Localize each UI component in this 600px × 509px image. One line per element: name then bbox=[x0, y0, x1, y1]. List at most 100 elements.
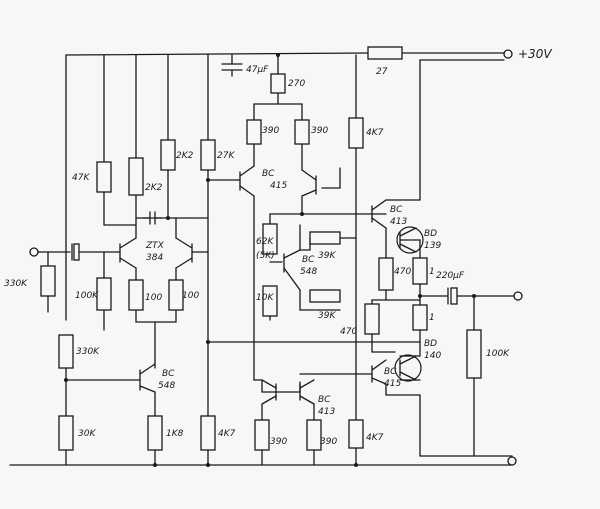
svg-text:415: 415 bbox=[384, 379, 401, 389]
svg-text:ZTX: ZTX bbox=[145, 241, 165, 251]
resistor-100-a bbox=[128, 279, 144, 311]
capacitor-220uf bbox=[447, 287, 461, 305]
label-r27k: 27K bbox=[217, 151, 235, 161]
label-r4k7-top: 4K7 bbox=[366, 128, 384, 138]
label-bc548-mid: BC 548 bbox=[300, 255, 317, 277]
svg-text:BC: BC bbox=[262, 169, 275, 179]
resistor-27 bbox=[367, 46, 403, 60]
label-r390-bottom-left: 390 bbox=[270, 437, 287, 447]
transistor-bc415-top-left bbox=[239, 159, 255, 197]
transistor-bd140 bbox=[394, 354, 422, 382]
svg-text:140: 140 bbox=[424, 351, 441, 361]
transistor-bc413-bottom-right bbox=[299, 379, 315, 405]
resistor-39k-a bbox=[309, 231, 341, 245]
transistor-ztx384-left bbox=[119, 224, 137, 269]
transistor-bc413-driver bbox=[371, 199, 387, 229]
label-r390-top-right: 390 bbox=[311, 126, 328, 136]
resistor-4k7-bottom-left bbox=[200, 415, 216, 451]
label-r100-a: 100 bbox=[145, 293, 162, 303]
resistor-1-a bbox=[412, 257, 428, 285]
resistor-100-b bbox=[168, 279, 184, 311]
transistor-bc415-top-right bbox=[301, 159, 317, 197]
label-r27: 27 bbox=[376, 67, 388, 77]
label-r390-top-left: 390 bbox=[262, 126, 279, 136]
input-terminal-icon[interactable] bbox=[29, 247, 39, 257]
transistor-bc415-driver bbox=[371, 359, 387, 385]
resistor-470-b bbox=[364, 303, 380, 335]
label-r470-b: 470 bbox=[340, 327, 357, 337]
resistor-27k bbox=[200, 139, 216, 171]
label-r4k7-bottom-left: 4K7 bbox=[218, 429, 236, 439]
supply-terminal-icon[interactable] bbox=[503, 49, 513, 59]
resistor-270 bbox=[270, 73, 286, 94]
svg-text:BC: BC bbox=[384, 367, 397, 377]
label-r330k-in: 330K bbox=[4, 279, 28, 289]
svg-text:BC: BC bbox=[162, 369, 175, 379]
label-r47k: 47K bbox=[72, 173, 90, 183]
output-terminal-icon[interactable] bbox=[513, 291, 523, 301]
resistor-390-bottom-right bbox=[306, 419, 322, 451]
resistor-390-top-left bbox=[246, 119, 262, 145]
resistor-100k-left bbox=[96, 277, 112, 311]
junctions bbox=[64, 53, 476, 467]
label-r270: 270 bbox=[288, 79, 305, 89]
supply-rail bbox=[65, 52, 369, 56]
svg-text:BC: BC bbox=[390, 205, 403, 215]
svg-text:BC: BC bbox=[302, 255, 315, 265]
label-r1-a: 1 bbox=[429, 267, 435, 277]
label-bc413-bottom: BC 413 bbox=[318, 395, 335, 417]
terminals bbox=[29, 49, 523, 466]
svg-text:BD: BD bbox=[424, 229, 437, 239]
label-bd139: BD 139 bbox=[424, 229, 441, 251]
ground-terminal-icon[interactable] bbox=[507, 456, 517, 466]
resistor-4k7-top bbox=[348, 117, 364, 149]
label-r390-bottom-right: 390 bbox=[320, 437, 337, 447]
label-r1-b: 1 bbox=[429, 313, 435, 323]
transistor-bc548-left bbox=[139, 363, 156, 393]
label-c220uf: 220μF bbox=[436, 271, 465, 281]
resistor-330k-in bbox=[40, 265, 56, 297]
svg-text:413: 413 bbox=[318, 407, 335, 417]
supply-label: +30V bbox=[518, 47, 552, 61]
label-r39k-b: 39K bbox=[318, 311, 336, 321]
resistor-10k bbox=[262, 285, 278, 317]
transistor-bd139 bbox=[396, 226, 424, 254]
label-r100k-out: 100K bbox=[486, 349, 510, 359]
label-r4k7-bottom-right: 4K7 bbox=[366, 433, 384, 443]
svg-text:548: 548 bbox=[158, 381, 175, 391]
transistors bbox=[119, 159, 424, 405]
label-r30k: 30K bbox=[78, 429, 96, 439]
resistor-62k bbox=[262, 223, 278, 255]
labels: +30V 27 47μF 270 390 390 47K 2K2 2K2 27K… bbox=[4, 47, 552, 447]
resistor-4k7-bottom-right bbox=[348, 419, 364, 449]
transistor-bc413-bottom-left bbox=[261, 379, 277, 405]
transistor-bc548-mid bbox=[283, 249, 301, 291]
label-bc413-driver: BC 413 bbox=[390, 205, 407, 227]
label-r2k2-a: 2K2 bbox=[145, 183, 163, 193]
resistor-390-top-right bbox=[294, 119, 310, 145]
label-bc415-driver: BC 415 bbox=[384, 367, 401, 389]
label-bc548-left: BC 548 bbox=[158, 369, 175, 391]
label-r100-b: 100 bbox=[182, 291, 199, 301]
resistor-330k-mid bbox=[58, 334, 74, 369]
label-r62k: 62K bbox=[256, 237, 274, 247]
resistor-39k-b bbox=[309, 289, 341, 303]
label-bc415-top: BC 415 bbox=[262, 169, 287, 191]
label-r10k: 10K bbox=[256, 293, 274, 303]
label-bd140: BD 140 bbox=[424, 339, 441, 361]
resistor-2k2-b bbox=[160, 139, 176, 171]
label-r330k-mid: 330K bbox=[76, 347, 100, 357]
svg-text:139: 139 bbox=[424, 241, 441, 251]
resistor-30k bbox=[58, 415, 74, 451]
svg-text:384: 384 bbox=[146, 253, 163, 263]
label-ztx384: ZTX 384 bbox=[145, 241, 165, 263]
svg-text:548: 548 bbox=[300, 267, 317, 277]
resistor-470-a bbox=[378, 257, 394, 291]
svg-text:415: 415 bbox=[270, 181, 287, 191]
label-r39k-a: 39K bbox=[318, 251, 336, 261]
capacitors bbox=[71, 63, 461, 305]
resistor-390-bottom-left bbox=[254, 419, 270, 451]
resistor-1k8 bbox=[147, 415, 163, 451]
